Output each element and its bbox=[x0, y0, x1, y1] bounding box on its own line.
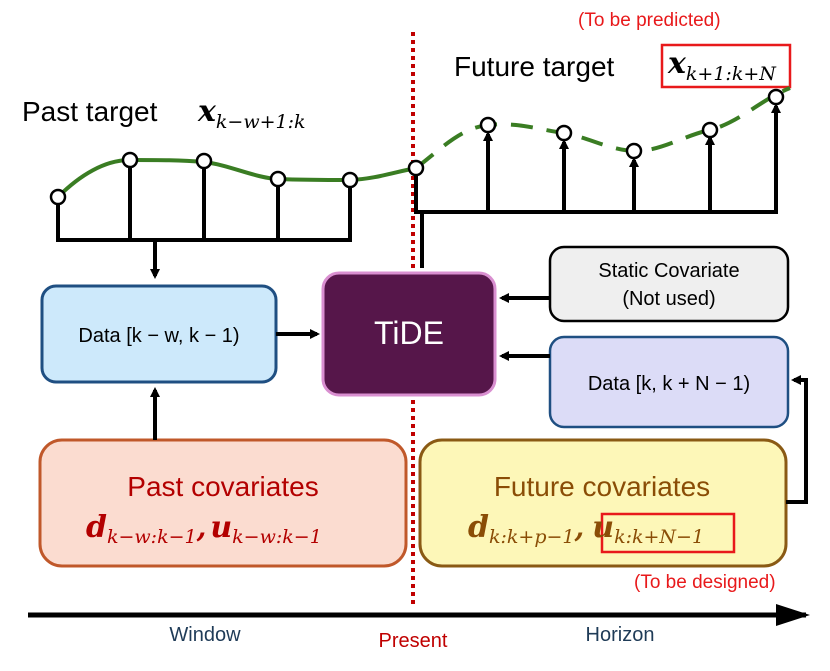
axis-present-label: Present bbox=[379, 630, 448, 652]
future-target-highlight bbox=[660, 43, 792, 89]
future-covariates-symbols: dk:k+p−1,uk:k+N−1 bbox=[468, 510, 704, 548]
past-stems bbox=[56, 162, 352, 279]
data-past-label: Data [k − w, k − 1) bbox=[78, 325, 239, 347]
static-covariate-line2: (Not used) bbox=[622, 288, 715, 310]
static-covariate-line1: Static Covariate bbox=[598, 260, 739, 282]
tide-label: TiDE bbox=[374, 315, 444, 351]
past-target-symbol: xk−w+1:k bbox=[197, 94, 306, 133]
future-target-label: Future target bbox=[454, 51, 615, 82]
tide-box bbox=[321, 271, 497, 397]
to-be-predicted-label: (To be predicted) bbox=[578, 10, 721, 31]
future-u-highlight bbox=[600, 512, 736, 554]
past-covariates-symbols: dk−w:k−1,uk−w:k−1 bbox=[86, 510, 322, 548]
to-be-designed-label: (To be designed) bbox=[634, 572, 776, 593]
axis-window-label: Window bbox=[169, 624, 241, 646]
data-future-box bbox=[548, 335, 790, 429]
static-covariate-box bbox=[548, 245, 790, 323]
future-stems bbox=[414, 103, 781, 268]
past-target-curve bbox=[56, 157, 417, 199]
target-points bbox=[49, 88, 785, 206]
future-target-symbol: xk+1:k+N bbox=[667, 46, 777, 85]
connection-arrows bbox=[150, 293, 808, 504]
axis-horizon-label: Horizon bbox=[586, 624, 655, 646]
future-covariates-title: Future covariates bbox=[494, 471, 710, 502]
past-target-label: Past target bbox=[22, 96, 158, 127]
past-covariates-title: Past covariates bbox=[127, 471, 318, 502]
future-target-curve bbox=[414, 86, 791, 170]
past-covariates-box bbox=[38, 438, 408, 568]
data-future-label: Data [k, k + N − 1) bbox=[588, 373, 750, 395]
